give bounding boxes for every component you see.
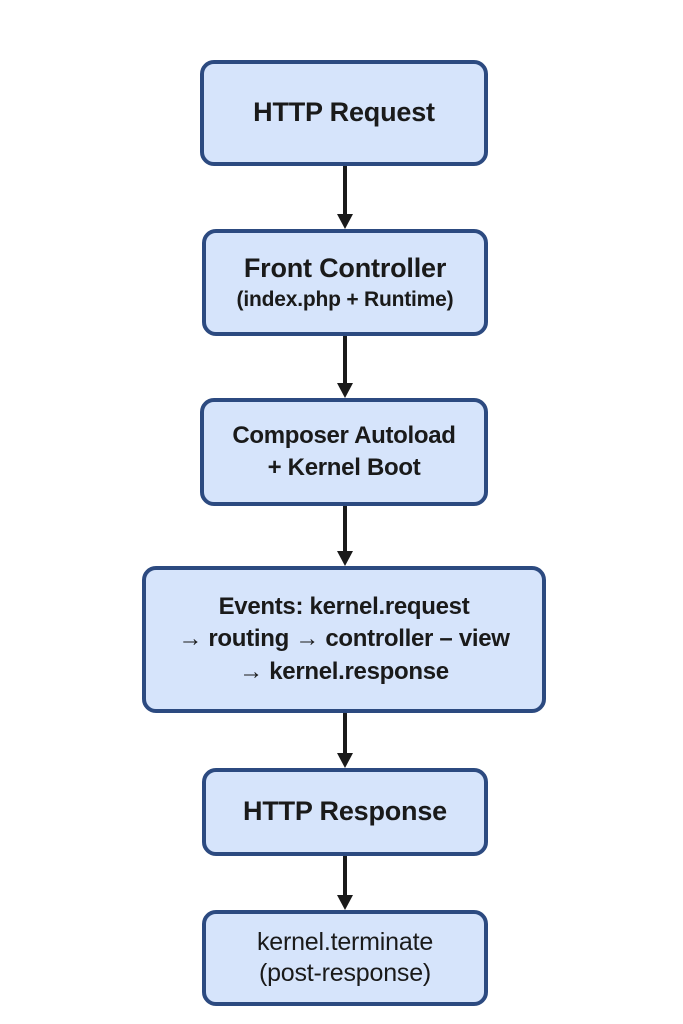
node-front-controller-line-2: (index.php + Runtime) <box>236 287 454 311</box>
arrowhead-down-icon <box>337 753 353 768</box>
connector-shaft <box>343 856 347 895</box>
connector-shaft <box>343 506 347 551</box>
connector-shaft <box>343 336 347 383</box>
node-events-line-1: Events: kernel.request <box>218 593 470 621</box>
node-composer-autoload-line-2: + Kernel Boot <box>267 454 421 481</box>
connector-front-controller-to-composer-autoload <box>337 336 353 398</box>
arrowhead-down-icon <box>337 383 353 398</box>
node-events-line-3: → kernel.response <box>239 657 449 685</box>
connector-shaft <box>343 166 347 214</box>
connector-shaft <box>343 713 347 753</box>
node-front-controller[interactable]: Front Controller (index.php + Runtime) <box>202 229 488 336</box>
node-front-controller-line-1: Front Controller <box>243 252 447 283</box>
node-events[interactable]: Events: kernel.request → routing → contr… <box>142 566 546 713</box>
arrowhead-down-icon <box>337 551 353 566</box>
arrowhead-down-icon <box>337 895 353 910</box>
connector-http-response-to-kernel-terminate <box>337 856 353 910</box>
connector-composer-autoload-to-events <box>337 506 353 566</box>
node-kernel-terminate[interactable]: kernel.terminate (post-response) <box>202 910 488 1006</box>
node-composer-autoload[interactable]: Composer Autoload + Kernel Boot <box>200 398 488 506</box>
node-http-request[interactable]: HTTP Request <box>200 60 488 166</box>
node-http-response[interactable]: HTTP Response <box>202 768 488 856</box>
connector-events-to-http-response <box>337 713 353 768</box>
node-http-request-line-1: HTTP Request <box>253 97 435 128</box>
node-events-line-2: → routing → controller – view <box>178 625 510 653</box>
arrowhead-down-icon <box>337 214 353 229</box>
node-kernel-terminate-line-1: kernel.terminate <box>256 927 434 956</box>
connector-http-request-to-front-controller <box>337 166 353 229</box>
node-composer-autoload-line-1: Composer Autoload <box>232 421 456 449</box>
node-http-response-line-1: HTTP Response <box>243 796 447 827</box>
node-kernel-terminate-line-2: (post-response) <box>258 959 432 987</box>
